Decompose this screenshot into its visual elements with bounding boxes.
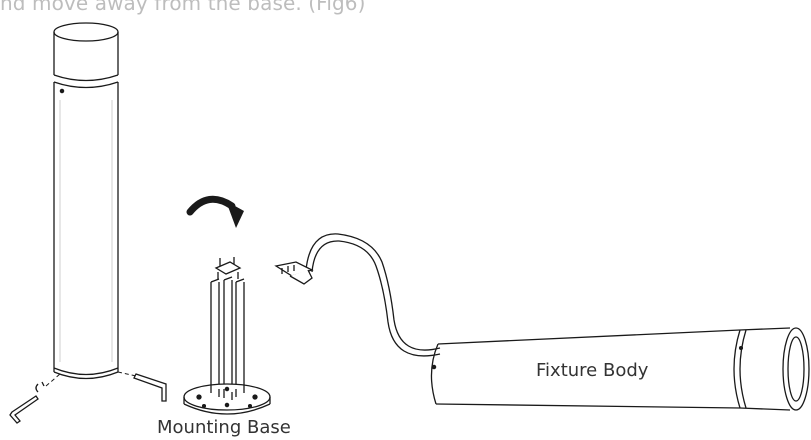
hex-key-left-icon	[9, 395, 39, 424]
bollard-cover	[53, 22, 119, 380]
hex-key-right-icon	[133, 373, 167, 402]
rotation-arrow-icon	[186, 195, 244, 228]
mounting-base-label: Mounting Base	[157, 417, 291, 438]
instruction-caption: nd move away from the base. (Fig6)	[0, 0, 366, 15]
cable-connector-icon	[274, 261, 314, 285]
cable	[305, 233, 441, 357]
screw-guide-lines	[45, 371, 137, 387]
fixture-body-label: Fixture Body	[536, 360, 649, 381]
mounting-base	[183, 257, 271, 415]
fixture-body	[430, 327, 810, 411]
set-screw	[35, 381, 45, 393]
